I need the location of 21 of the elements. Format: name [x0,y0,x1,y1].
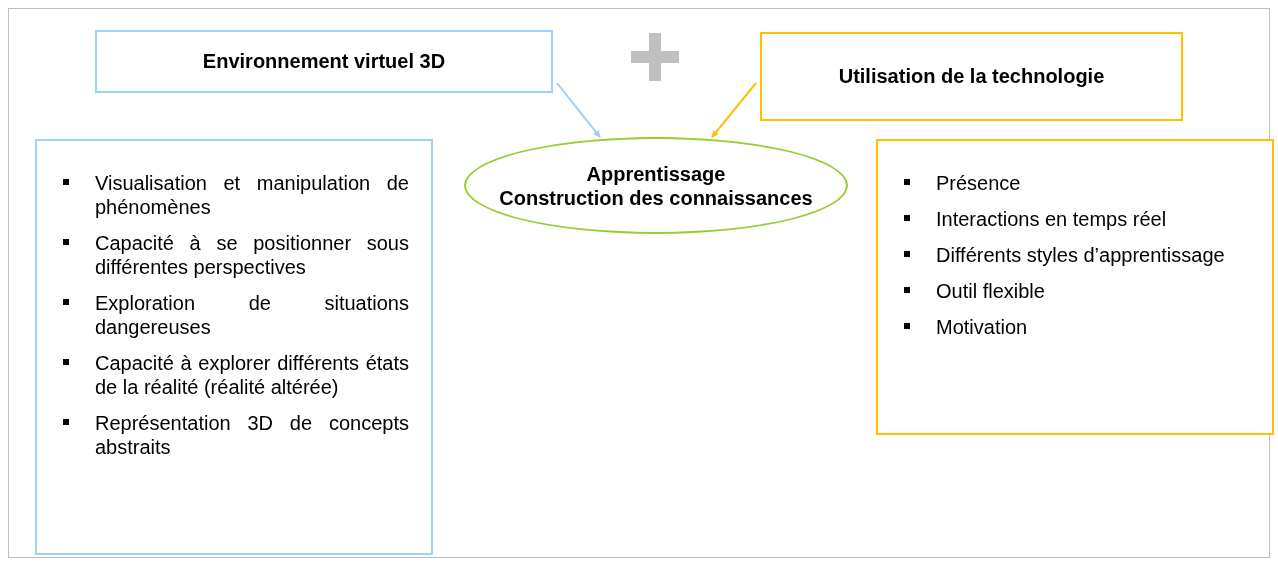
list-item-text: Exploration de situations dangereuses [95,291,409,339]
list-item-text: Visualisation et manipulation de phénomènes [95,171,409,219]
box-title: Utilisation de la technologie [838,65,1105,88]
list-item-text: Présence [936,171,1021,195]
list-item-text: Interactions en temps réel [936,207,1167,231]
ellipse-text: Construction des connaissances [499,185,813,210]
title-box [95,30,553,93]
arrow [556,82,601,139]
list-item-text: Motivation [936,315,1028,339]
list-item-text: Capacité à explorer différents états de la réalité (réalité altérée) [95,351,409,399]
box-title: Environnement virtuel 3D [202,50,446,73]
feature-list-box [876,139,1274,435]
feature-list-box [35,139,433,555]
list-item-text: Outil flexible [936,279,1045,303]
ellipse-text: Apprentissage [586,161,726,186]
outcome-ellipse [464,137,848,234]
title-box [760,32,1183,121]
list-item-text: Représentation 3D de concepts abstraits [95,411,409,459]
list-item-text: Différents styles d’apprentissage [936,243,1225,267]
arrow [711,82,757,139]
list-item-text: Capacité à se positionner sous différentes perspectives [95,231,409,279]
